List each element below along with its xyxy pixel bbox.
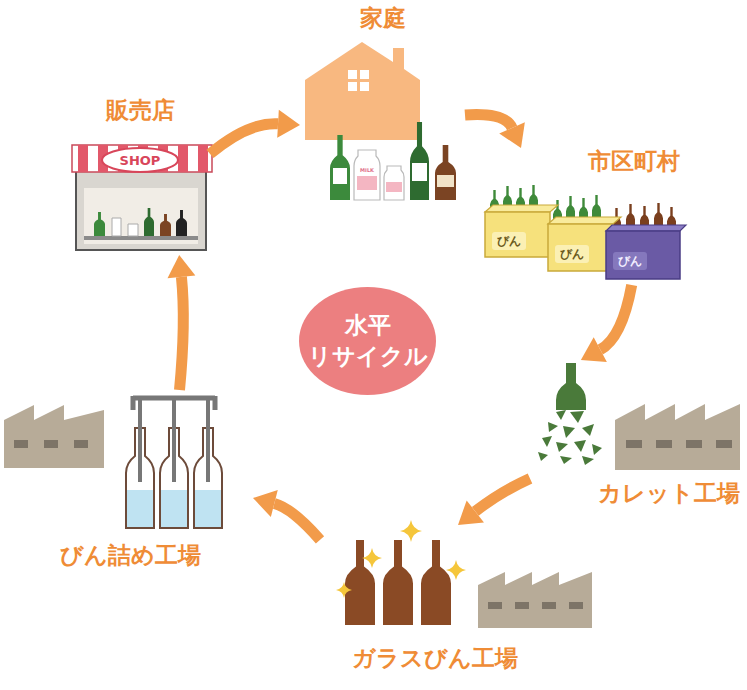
arrow-shaft bbox=[600, 285, 631, 350]
filling-factory bbox=[4, 405, 104, 468]
flow-arrow bbox=[167, 255, 195, 390]
collection-crates bbox=[485, 185, 686, 279]
arrow-head bbox=[458, 500, 484, 525]
station-node: 市区町村 bbox=[480, 148, 685, 285]
illustration-label: MILK bbox=[360, 168, 374, 173]
arrow-shaft bbox=[465, 115, 512, 128]
arrow-head bbox=[277, 110, 300, 138]
cullet-bottle bbox=[538, 363, 602, 465]
flow-arrow bbox=[465, 115, 525, 148]
station-node: ガラスびん工場 bbox=[320, 525, 550, 673]
station-label: 家庭 bbox=[360, 5, 406, 33]
arrow-head bbox=[581, 337, 607, 362]
center-title: 水平 リサイクル bbox=[305, 310, 430, 372]
station-node: 家庭 bbox=[300, 5, 465, 205]
arrow-shaft bbox=[210, 124, 278, 154]
glass-bottles bbox=[336, 520, 466, 625]
station-node: びん詰め工場 bbox=[8, 390, 253, 570]
center-ellipse: 水平 リサイクル bbox=[299, 287, 436, 395]
illustration-label: びん bbox=[618, 255, 642, 267]
station-label: 市区町村 bbox=[588, 148, 680, 176]
flow-arrow bbox=[458, 478, 530, 525]
arrow-shaft bbox=[180, 277, 184, 390]
station-node: カレット工場 bbox=[530, 360, 742, 508]
shop-building bbox=[72, 145, 212, 250]
flow-arrow bbox=[581, 285, 632, 362]
flow-arrow bbox=[210, 110, 300, 154]
glass-factory bbox=[478, 572, 592, 628]
cullet-factory bbox=[615, 404, 740, 470]
house bbox=[305, 42, 420, 140]
arrow-head bbox=[253, 490, 278, 517]
station-label: ガラスびん工場 bbox=[352, 645, 518, 673]
arrow-shaft bbox=[475, 478, 530, 511]
arrow-head bbox=[167, 255, 195, 278]
arrow-head bbox=[499, 122, 525, 148]
illustration-label: びん bbox=[497, 235, 521, 247]
station-label: びん詰め工場 bbox=[60, 542, 201, 570]
illustration-label: びん bbox=[560, 248, 584, 260]
household-bottles bbox=[330, 122, 456, 200]
station-label: カレット工場 bbox=[598, 480, 740, 508]
station-node: 販売店 bbox=[70, 97, 210, 255]
station-label: 販売店 bbox=[106, 97, 175, 125]
illustration-label: SHOP bbox=[120, 154, 161, 167]
arrow-shaft bbox=[274, 503, 320, 539]
flow-arrow bbox=[253, 490, 320, 540]
filling-bottles bbox=[126, 396, 222, 528]
